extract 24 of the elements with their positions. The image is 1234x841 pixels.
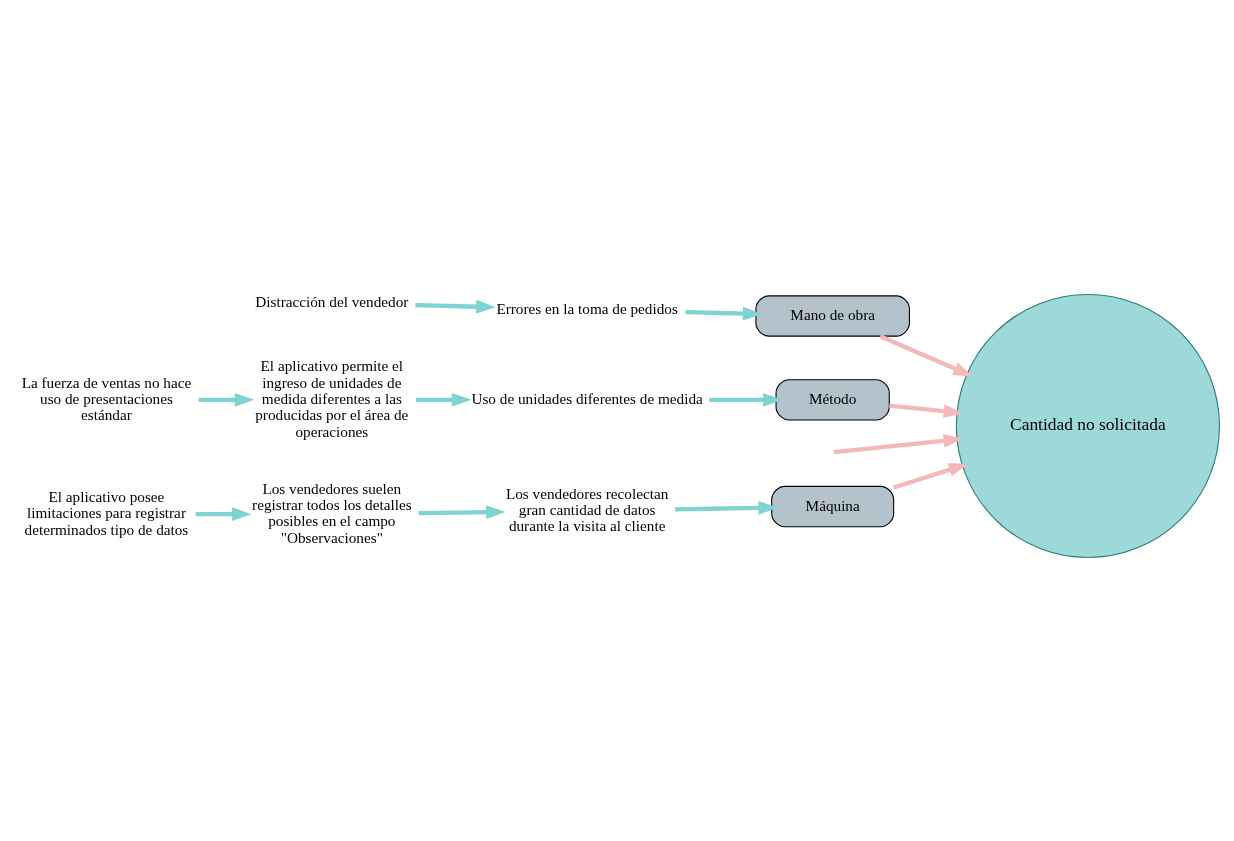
arrow xyxy=(833,433,964,455)
arrow xyxy=(675,501,779,515)
node-text: Los vendedores suelen registrar todos los detalles posibles en el campo "Observaciones" xyxy=(252,479,412,546)
arrow xyxy=(415,299,496,314)
node-text: Errores en la toma de pedidos xyxy=(496,299,678,317)
arrow xyxy=(415,392,472,407)
arrow xyxy=(195,507,252,522)
arrow xyxy=(198,392,255,407)
arrow xyxy=(893,463,969,490)
node-box: Máquina xyxy=(771,485,895,528)
arrow xyxy=(879,334,973,377)
node-circle: Cantidad no solicitada xyxy=(955,293,1220,559)
arrow xyxy=(889,403,964,419)
arrow xyxy=(709,392,783,407)
arrow xyxy=(685,306,763,321)
node-box: Método xyxy=(775,379,890,421)
node-box: Mano de obra xyxy=(755,295,910,337)
arrow xyxy=(418,505,506,520)
node-text: El aplicativo posee limitaciones para registrar determinados tipo de datos xyxy=(24,487,189,538)
node-text: La fuerza de ventas no hace uso de presentaciones estándar xyxy=(21,373,192,424)
node-text: Uso de unidades diferentes de medida xyxy=(471,389,703,407)
node-text: Los vendedores recolectan gran cantidad de datos durante la visita al cliente xyxy=(505,484,669,535)
node-text: Distracción del vendedor xyxy=(255,292,409,310)
node-text: El aplicativo permite el ingreso de unidades de medida diferentes a las producidas por el área de operaciones xyxy=(255,357,409,440)
